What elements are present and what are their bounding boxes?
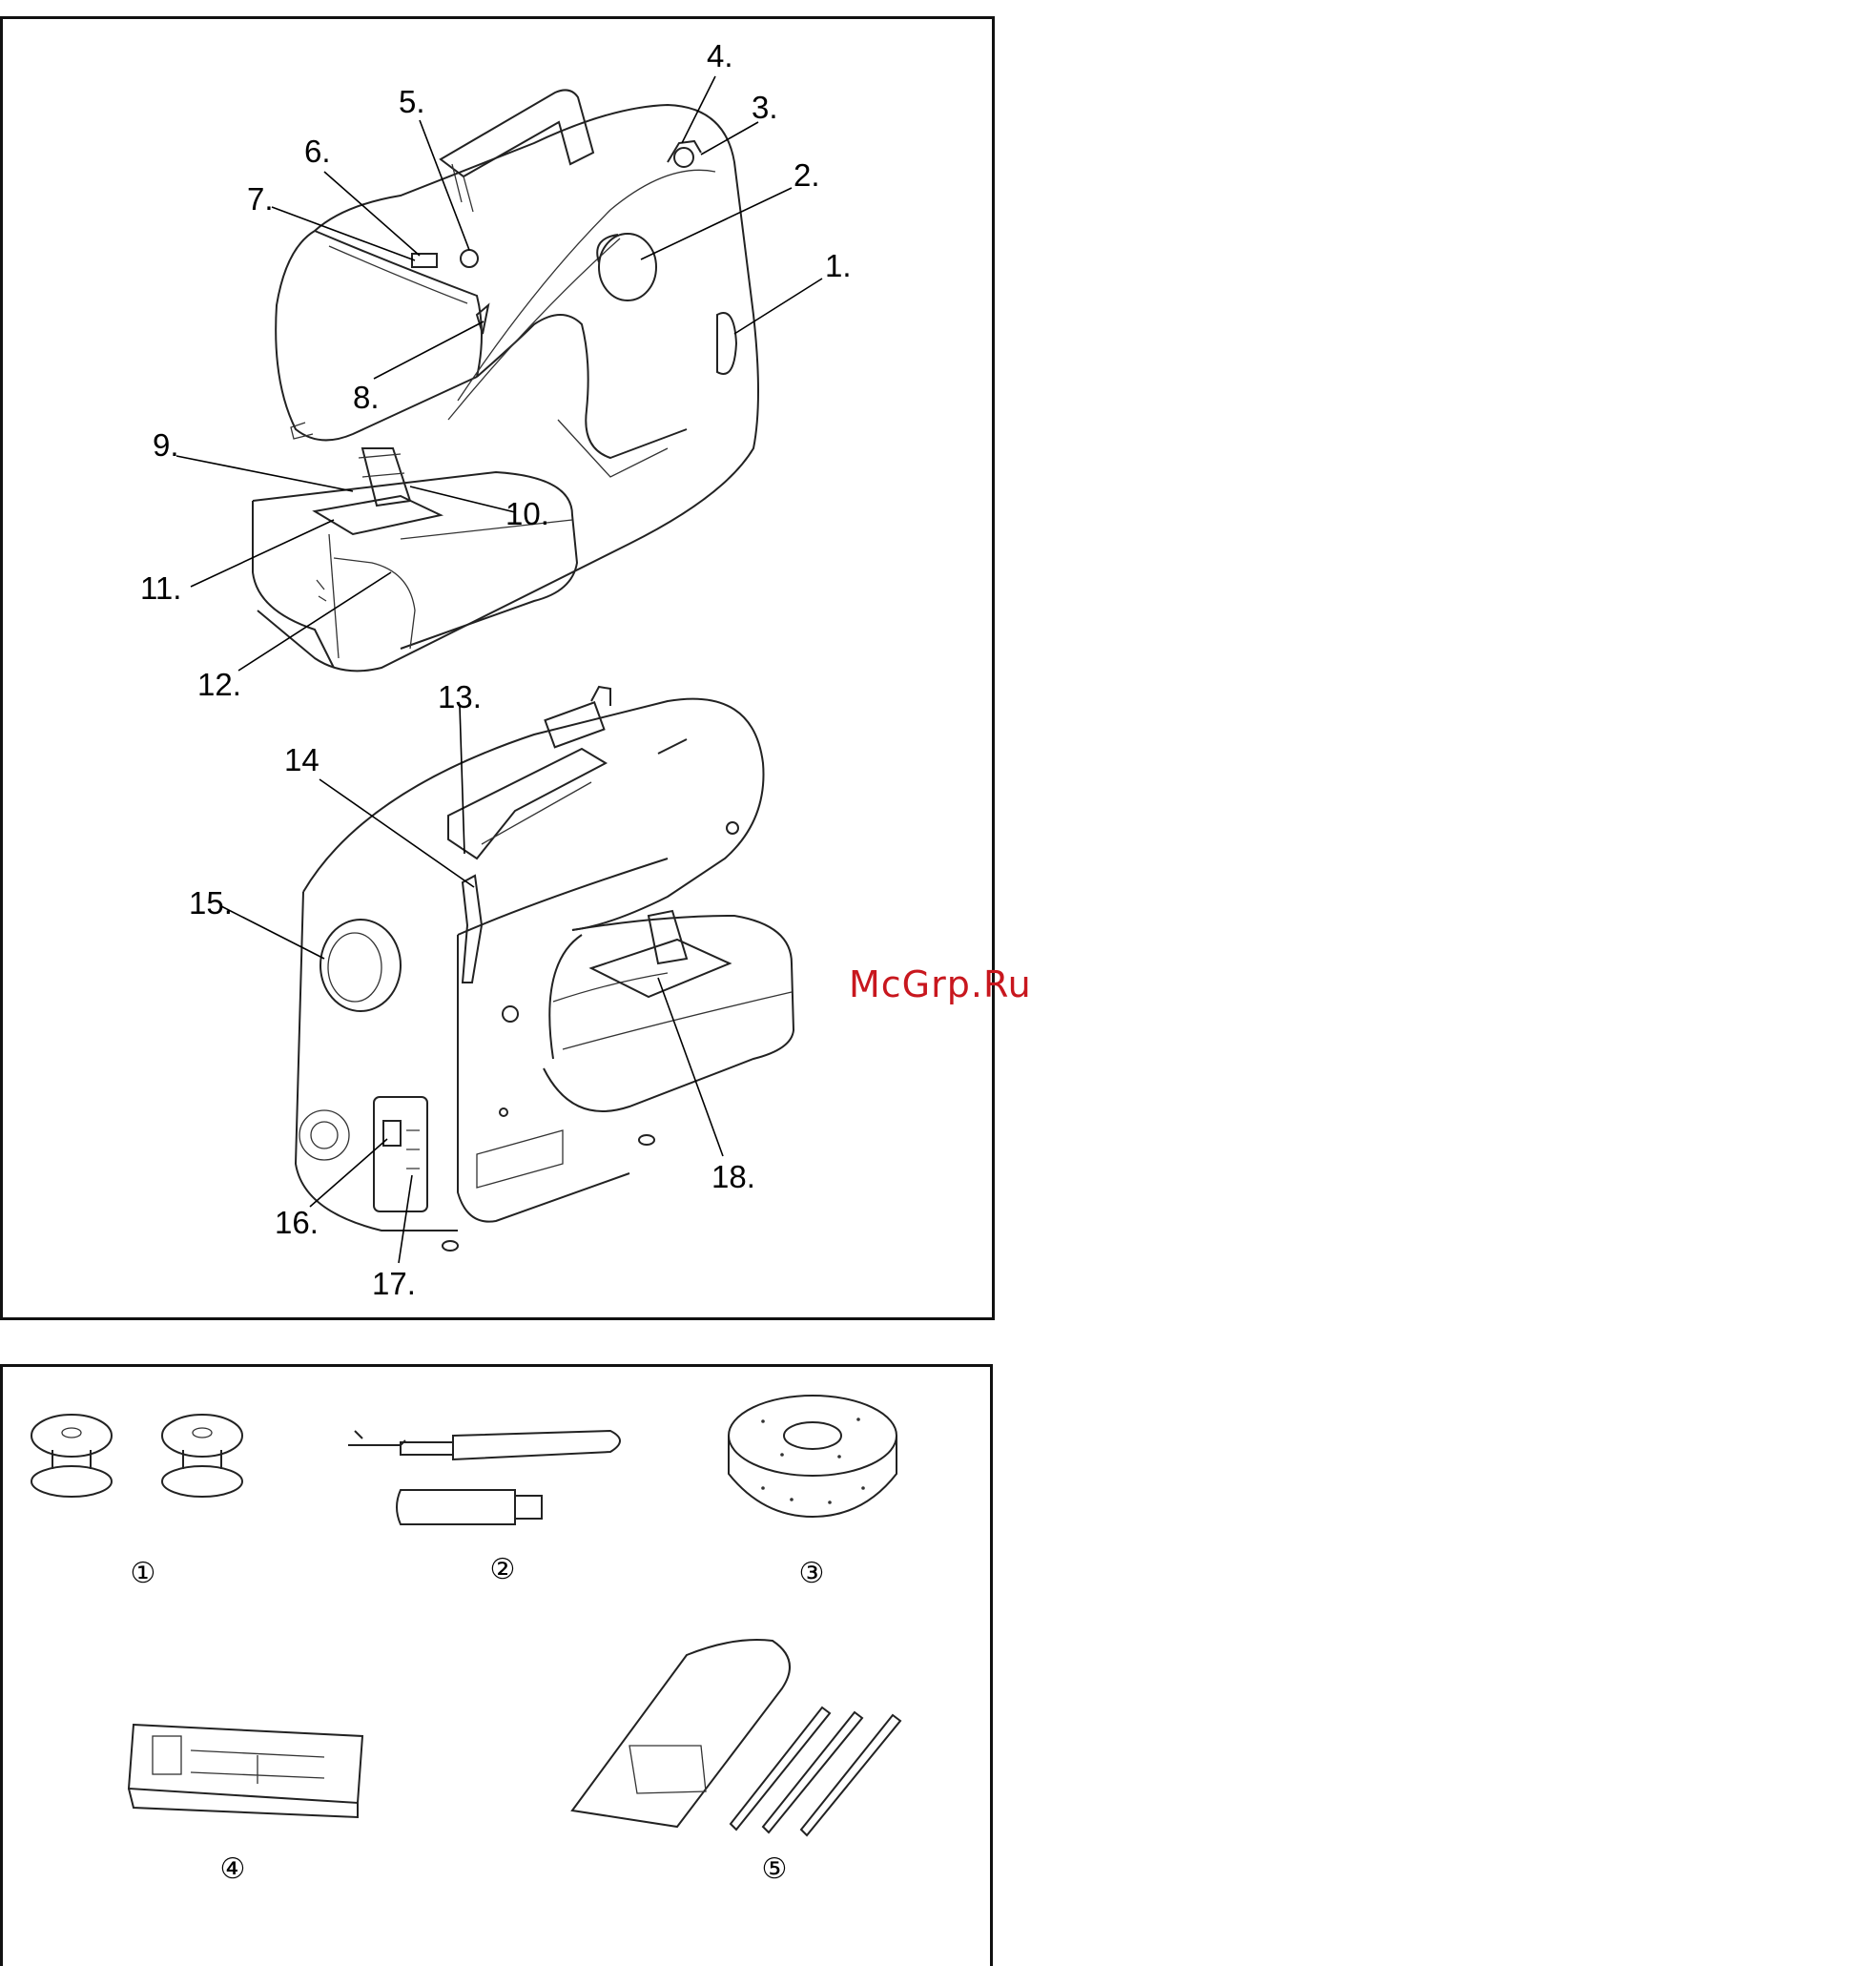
- watermark-text: McGrp.Ru: [849, 963, 1032, 1005]
- label-13: 13.: [438, 679, 482, 714]
- label-16: 16.: [275, 1205, 319, 1240]
- accessory-numbers: ① ② ③ ④ ⑤: [131, 1553, 825, 1886]
- bobbins-drawing: [31, 1415, 242, 1497]
- accessory-number-2: ②: [490, 1553, 516, 1586]
- label-14: 14: [284, 742, 320, 777]
- label-7: 7.: [247, 181, 274, 217]
- label-17: 17.: [372, 1266, 416, 1301]
- label-12: 12.: [197, 667, 241, 702]
- accessory-number-5: ⑤: [762, 1852, 788, 1886]
- label-18: 18.: [711, 1159, 755, 1194]
- accessory-number-1: ①: [131, 1557, 156, 1590]
- label-1: 1.: [825, 248, 852, 283]
- label-4: 4.: [707, 38, 733, 73]
- accessory-number-4: ④: [220, 1852, 246, 1886]
- seam-ripper-drawing: [348, 1431, 620, 1524]
- machine-front-drawing: [253, 90, 758, 671]
- label-3: 3.: [752, 90, 778, 125]
- accessory-number-3: ③: [799, 1557, 825, 1590]
- needle-pack-drawing: [572, 1640, 900, 1835]
- label-15: 15.: [189, 885, 233, 921]
- felt-disc-drawing: [729, 1396, 897, 1517]
- rear-leader-lines: [221, 706, 723, 1263]
- label-2: 2.: [794, 157, 820, 193]
- label-9: 9.: [153, 427, 179, 463]
- presser-foot-drawing: [129, 1725, 362, 1817]
- label-6: 6.: [304, 134, 331, 169]
- part-number-labels: 1. 2. 3. 4. 5. 6. 7. 8. 9. 10. 11. 12. 1…: [140, 38, 852, 1301]
- label-10: 10.: [505, 496, 549, 531]
- label-11: 11.: [140, 570, 181, 606]
- label-8: 8.: [353, 380, 380, 415]
- label-5: 5.: [399, 84, 425, 119]
